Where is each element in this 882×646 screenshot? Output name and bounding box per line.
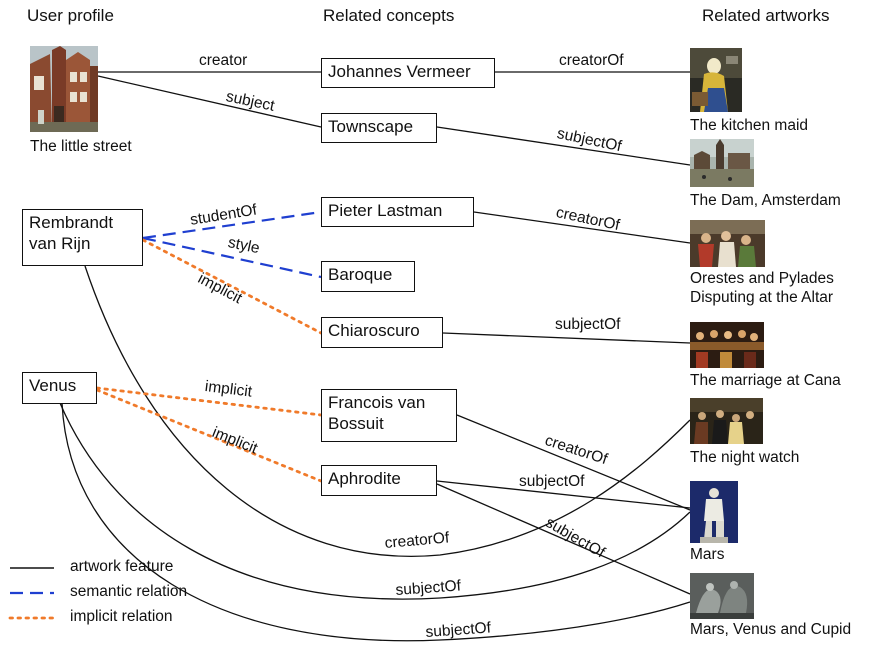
mars-label: Mars — [690, 546, 725, 563]
edge-label-subjectOf-aphrodite-mars: subjectOf — [519, 473, 585, 490]
concept-townscape-label: Townscape — [328, 117, 414, 136]
concept-bossuit-box[interactable]: Francois van Bossuit — [321, 389, 457, 442]
edge-aphrodite-mars — [436, 480, 691, 509]
venus-box[interactable]: Venus — [22, 372, 97, 404]
venus-label: Venus — [29, 376, 77, 395]
header-user-profile: User profile — [27, 6, 114, 25]
concept-aphrodite-label: Aphrodite — [328, 469, 401, 488]
concept-baroque-box[interactable]: Baroque — [321, 261, 415, 292]
night-watch-label: The night watch — [690, 449, 800, 466]
concept-bossuit-label-line-1: Francois van — [328, 393, 426, 412]
legend-artwork-feature: artwork feature — [70, 558, 174, 575]
concept-lastman-box[interactable]: Pieter Lastman — [321, 197, 474, 227]
edge-rembrandt-lastman — [142, 210, 322, 240]
edge-rembrandt-baroque — [142, 236, 322, 279]
edge-label-creatorOf-kitchen-maid: creatorOf — [559, 52, 624, 69]
rembrandt-box[interactable]: Rembrandt van Rijn — [22, 209, 143, 266]
rembrandt-label-line-1: Rembrandt — [29, 213, 114, 232]
concept-baroque-label: Baroque — [328, 265, 393, 284]
edge-lastman-orestes — [473, 211, 691, 244]
edge-rembrandt-night-watch — [84, 265, 691, 557]
edge-little-street-townscape — [97, 75, 322, 128]
edge-label-creator: creator — [199, 52, 248, 69]
edge-venus-mars-venus — [61, 402, 691, 642]
little-street-label: The little street — [30, 138, 132, 155]
edge-venus-aphrodite — [95, 388, 323, 483]
legend-semantic-relation: semantic relation — [70, 583, 188, 600]
edge-townscape-dam — [436, 126, 691, 166]
legend-swatches — [8, 567, 56, 620]
kitchen-maid-thumbnail[interactable] — [690, 48, 742, 112]
dam-thumbnail[interactable] — [690, 139, 754, 187]
legend-implicit-relation: implicit relation — [70, 608, 173, 625]
edge-bossuit-mars — [456, 414, 691, 511]
night-watch-thumbnail[interactable] — [690, 398, 763, 444]
concept-bossuit-label-line-2: Bossuit — [328, 414, 384, 433]
cana-thumbnail[interactable] — [690, 322, 764, 368]
kitchen-maid-label: The kitchen maid — [690, 117, 809, 134]
mars-venus-label: Mars, Venus and Cupid — [690, 621, 852, 638]
edge-rembrandt-chiaroscuro — [141, 238, 323, 335]
cana-label: The marriage at Cana — [690, 372, 841, 389]
edge-venus-bossuit — [95, 386, 323, 417]
mars-thumbnail[interactable] — [690, 481, 738, 543]
mars-venus-thumbnail[interactable] — [690, 573, 754, 619]
orestes-thumbnail[interactable] — [690, 220, 765, 267]
header-related-concepts: Related concepts — [323, 6, 455, 25]
concept-chiaroscuro-box[interactable]: Chiaroscuro — [321, 317, 443, 348]
edge-label-subjectOf-cana: subjectOf — [555, 316, 621, 333]
concept-townscape-box[interactable]: Townscape — [321, 113, 437, 143]
orestes-label-line-1: Orestes and Pylades — [690, 270, 834, 287]
concept-chiaroscuro-label: Chiaroscuro — [328, 321, 420, 340]
edge-venus-mars — [59, 402, 691, 600]
rembrandt-label-line-2: van Rijn — [29, 234, 91, 253]
orestes-label-line-2: Disputing at the Altar — [690, 289, 834, 306]
dam-label: The Dam, Amsterdam — [690, 192, 841, 209]
concept-vermeer-label: Johannes Vermeer — [328, 62, 471, 81]
edge-aphrodite-mars-venus — [436, 483, 691, 595]
header-related-artworks: Related artworks — [702, 6, 830, 25]
concept-lastman-label: Pieter Lastman — [328, 201, 443, 220]
little-street-thumbnail — [30, 46, 98, 132]
concept-aphrodite-box[interactable]: Aphrodite — [321, 465, 437, 496]
concept-vermeer-box[interactable]: Johannes Vermeer — [321, 58, 495, 88]
edge-chiaroscuro-cana — [442, 332, 691, 344]
